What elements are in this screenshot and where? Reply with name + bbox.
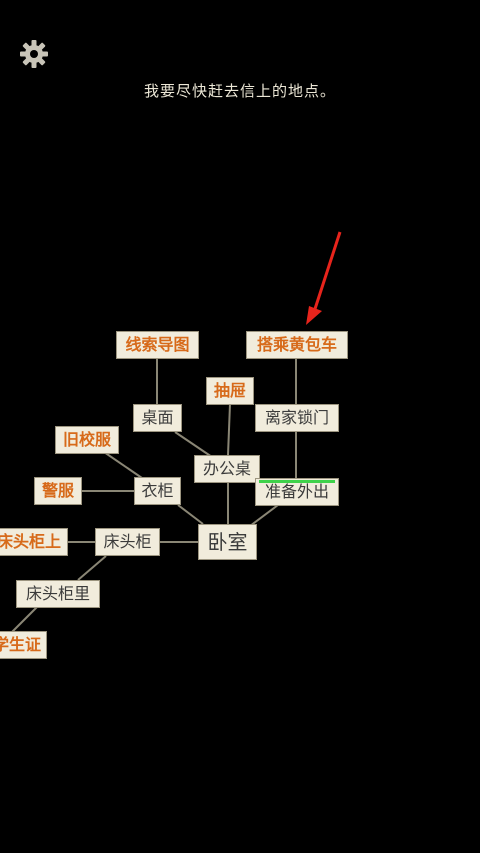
gear-icon[interactable]	[18, 38, 50, 70]
node-woshi[interactable]: 卧室	[198, 524, 257, 560]
node-yigui[interactable]: 衣柜	[134, 477, 181, 505]
node-xiansuo-daotu[interactable]: 线索导图	[116, 331, 199, 359]
hint-text: 我要尽快赶去信上的地点。	[143, 82, 336, 100]
node-lijia-suomen[interactable]: 离家锁门	[255, 404, 339, 432]
node-jingfu[interactable]: 警服	[34, 477, 82, 505]
node-bangongzhuo[interactable]: 办公桌	[194, 455, 260, 483]
unlock-progress-bar	[259, 480, 335, 483]
node-zhuomian[interactable]: 桌面	[133, 404, 182, 432]
node-xueshengzheng[interactable]: 学生证	[0, 631, 47, 659]
node-chuangtougui-li[interactable]: 床头柜里	[16, 580, 100, 608]
node-chuangtougui[interactable]: 床头柜	[95, 528, 160, 556]
node-dacheng-huangbaoche[interactable]: 搭乘黄包车	[246, 331, 348, 359]
node-chouti[interactable]: 抽屉	[206, 377, 254, 405]
node-chuangtougui-shang[interactable]: 床头柜上	[0, 528, 68, 556]
node-jiu-xiaofu[interactable]: 旧校服	[55, 426, 119, 454]
